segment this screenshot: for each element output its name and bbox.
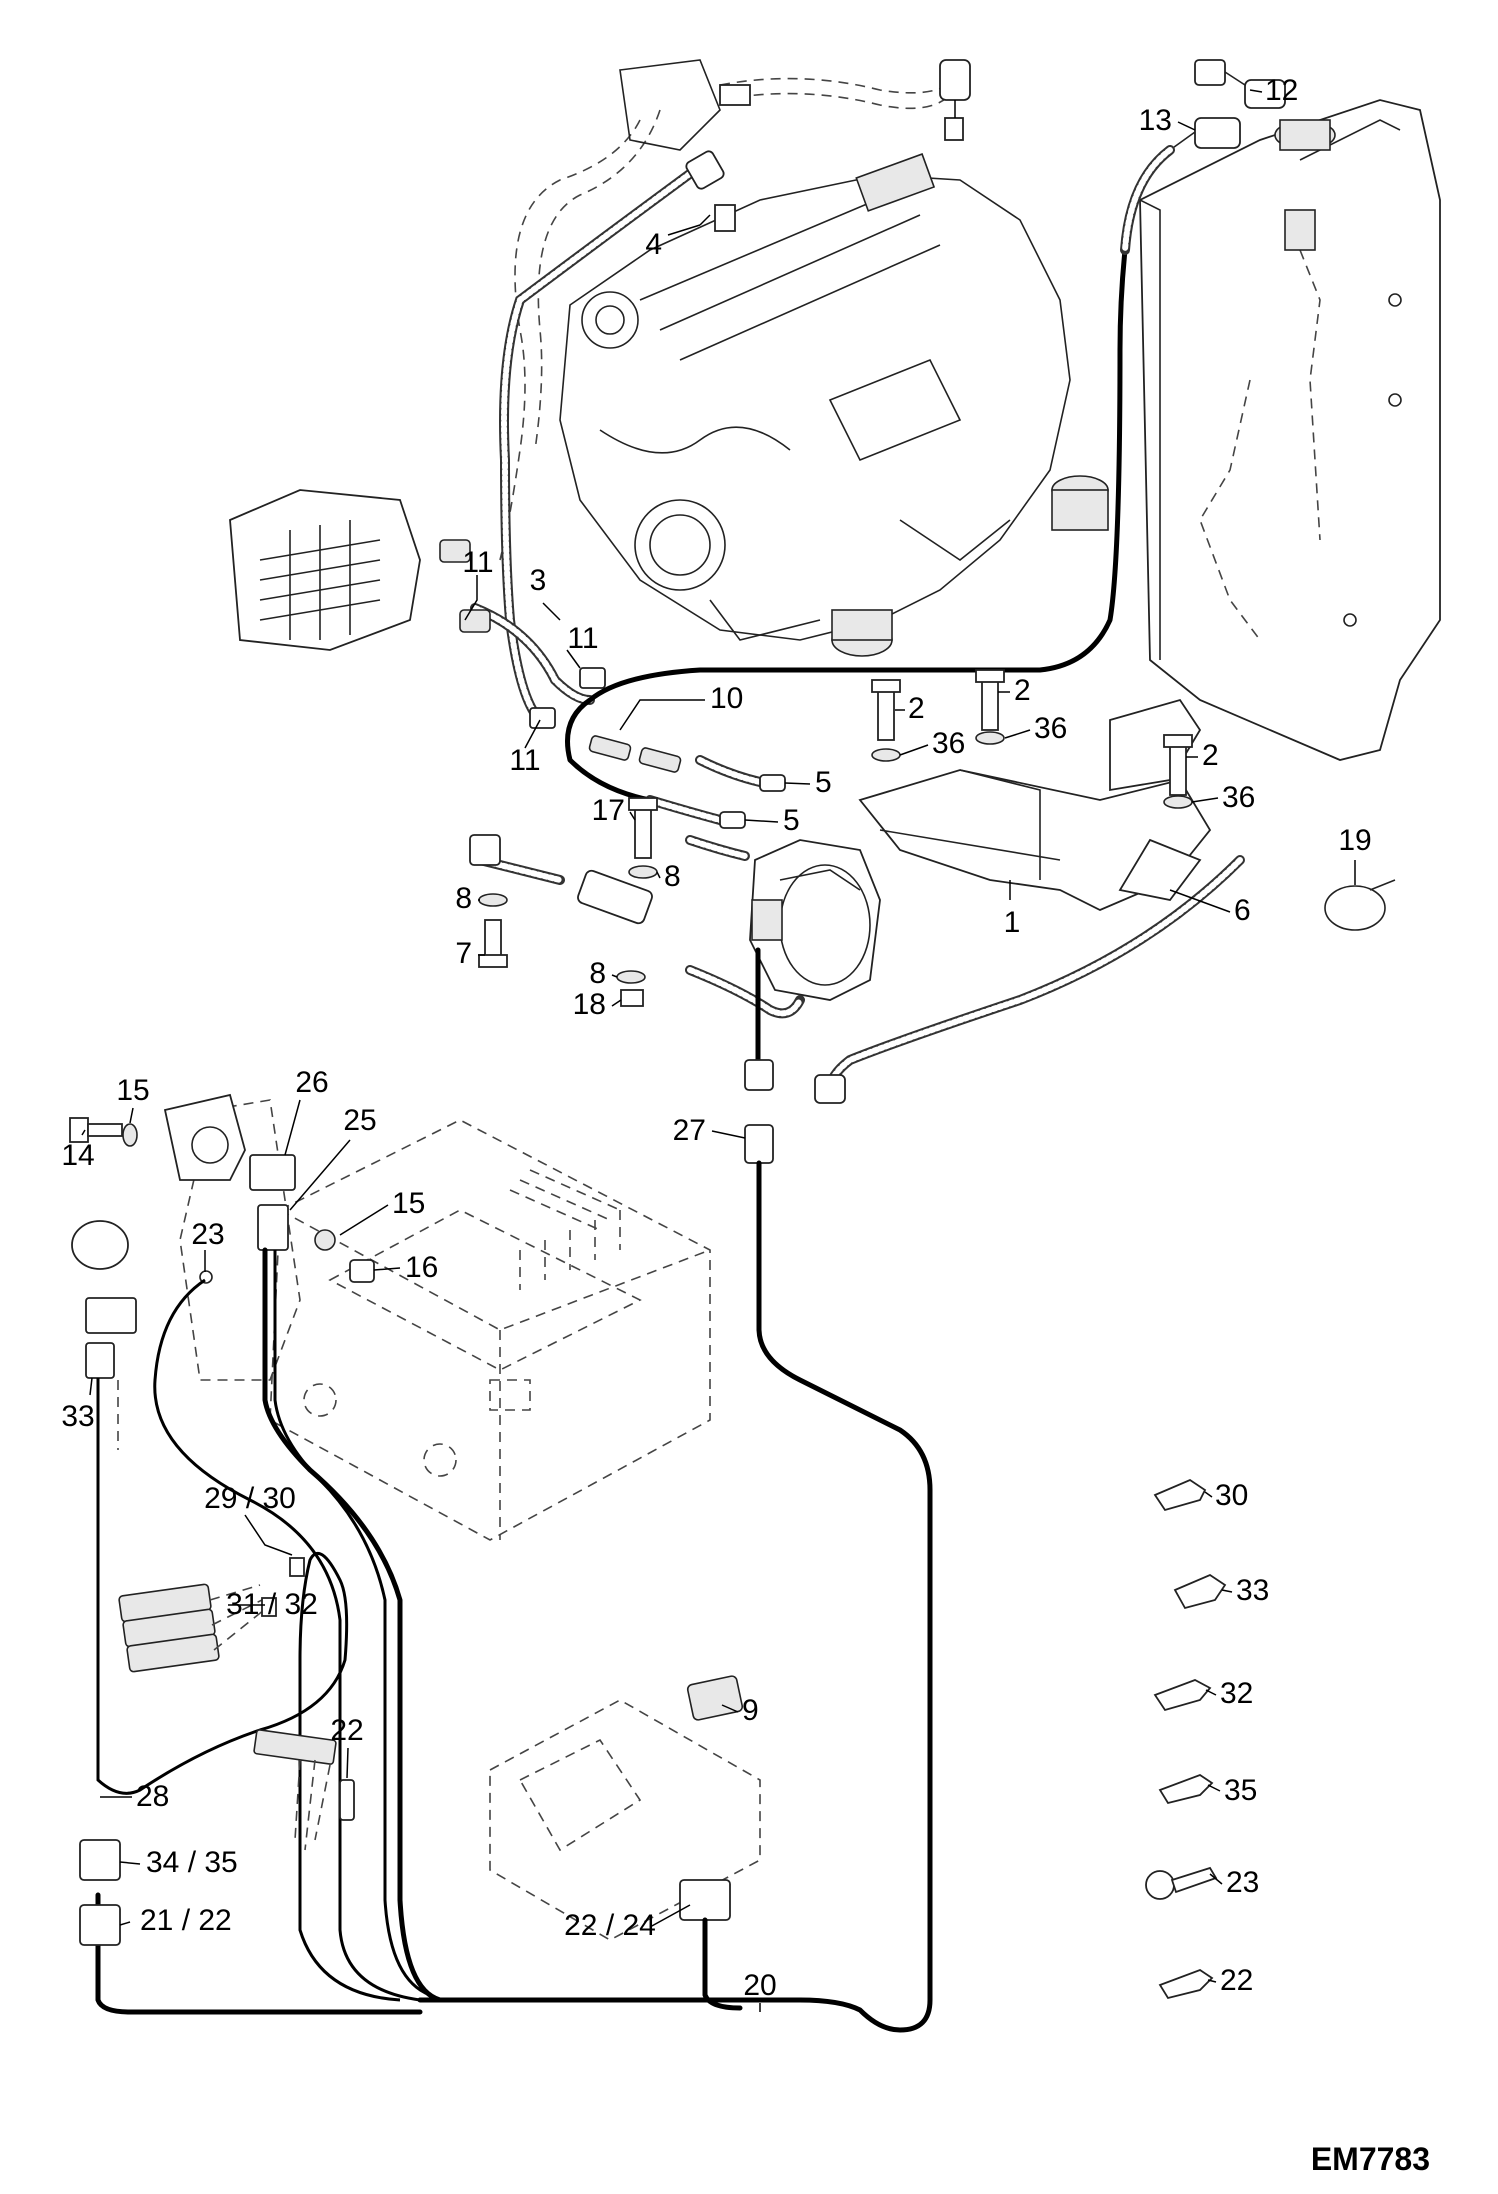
callout-17: 17: [592, 794, 625, 827]
figure-reference-code: EM7783: [1311, 2141, 1430, 2177]
left-connectors: [71, 1220, 137, 1450]
callout-36-b: 36: [1034, 712, 1067, 745]
hose-clamp-19: [1324, 879, 1396, 931]
sensor-13: [1169, 117, 1241, 151]
main-harness-20: [95, 1247, 443, 2015]
callout-32: 32: [1220, 1677, 1253, 1710]
engine-coolant-lines: [499, 59, 971, 561]
terminal-23: [1145, 1866, 1218, 1900]
callout-10: 10: [710, 682, 743, 715]
callout-2-a: 2: [908, 692, 925, 725]
heater-core-box: [229, 489, 606, 729]
callout-36-a: 36: [932, 727, 965, 760]
coolant-line-black: [565, 145, 1175, 803]
callout-4: 4: [645, 228, 662, 261]
callout-13: 13: [1139, 104, 1172, 137]
control-unit-9: [489, 1675, 761, 2011]
callout-33-a: 33: [61, 1400, 94, 1433]
terminal-35: [1158, 1773, 1214, 1805]
bolt-2-b: [975, 669, 1005, 745]
callout-22-a: 22: [330, 1714, 363, 1747]
callout-22-24: 22 / 24: [564, 1909, 656, 1942]
mounting-bracket: [858, 698, 1212, 911]
coolant-hose-6: [814, 855, 1245, 1104]
callout-35: 35: [1224, 1774, 1257, 1807]
callout-28: 28: [136, 1780, 169, 1813]
callout-5-b: 5: [783, 804, 800, 837]
callout-21-22: 21 / 22: [140, 1904, 232, 1937]
callout-27: 27: [673, 1114, 706, 1147]
heater-unit-1: [749, 839, 881, 1001]
callout-5-a: 5: [815, 766, 832, 799]
fuel-pump: [469, 797, 805, 1019]
callout-19: 19: [1338, 824, 1371, 857]
heater-harness: [417, 947, 933, 2033]
callout-22-b: 22: [1220, 1964, 1253, 1997]
connector-cluster-29-32: [118, 1557, 305, 1673]
callout-25: 25: [343, 1104, 376, 1137]
callout-23-b: 23: [1226, 1866, 1259, 1899]
relay-bracket: [69, 1093, 375, 1284]
callout-3: 3: [530, 564, 547, 597]
terminal-32: [1153, 1679, 1212, 1712]
callout-31-32: 31 / 32: [226, 1588, 318, 1621]
callout-2-c: 2: [1202, 739, 1219, 772]
leader-lines: [81, 89, 1356, 2012]
callout-2-b: 2: [1014, 674, 1031, 707]
callout-23-a: 23: [191, 1218, 224, 1251]
callout-11-b: 11: [567, 622, 598, 655]
callout-14: 14: [61, 1139, 94, 1172]
callout-20: 20: [743, 1969, 776, 2002]
callout-15-a: 15: [116, 1074, 149, 1107]
callout-1: 1: [1004, 906, 1021, 939]
callout-11-c: 11: [509, 744, 540, 777]
callout-8-c: 8: [589, 957, 606, 990]
callout-26: 26: [295, 1066, 328, 1099]
callout-34-35: 34 / 35: [146, 1846, 238, 1879]
coolant-hose-3: [470, 150, 736, 725]
bolt-2-a: [871, 679, 901, 762]
callout-36-c: 36: [1222, 781, 1255, 814]
callout-30: 30: [1215, 1479, 1248, 1512]
callout-9: 9: [742, 1694, 759, 1727]
callout-15-b: 15: [392, 1187, 425, 1220]
callout-12: 12: [1265, 74, 1298, 107]
fitting-12: [1194, 59, 1286, 109]
callout-labels: 4 12 13 3 11 11 11 10 2 2 2 36 36 36 5 5…: [61, 74, 1430, 2177]
terminal-22: [1158, 1968, 1214, 2000]
callout-33-b: 33: [1236, 1574, 1269, 1607]
radiator: [1139, 99, 1441, 761]
callout-29-30: 29 / 30: [204, 1482, 296, 1515]
callout-8-a: 8: [664, 860, 681, 893]
callout-6: 6: [1234, 894, 1251, 927]
callout-11-a: 11: [462, 546, 493, 579]
battery-box: [179, 1099, 711, 1541]
terminal-30: [1153, 1478, 1207, 1512]
callout-18: 18: [573, 988, 606, 1021]
terminal-33: [1173, 1573, 1227, 1610]
engine: [559, 153, 1109, 657]
callout-7: 7: [455, 937, 472, 970]
callout-16: 16: [405, 1251, 438, 1284]
bolt-2-c: [1163, 734, 1193, 809]
callout-8-b: 8: [455, 882, 472, 915]
